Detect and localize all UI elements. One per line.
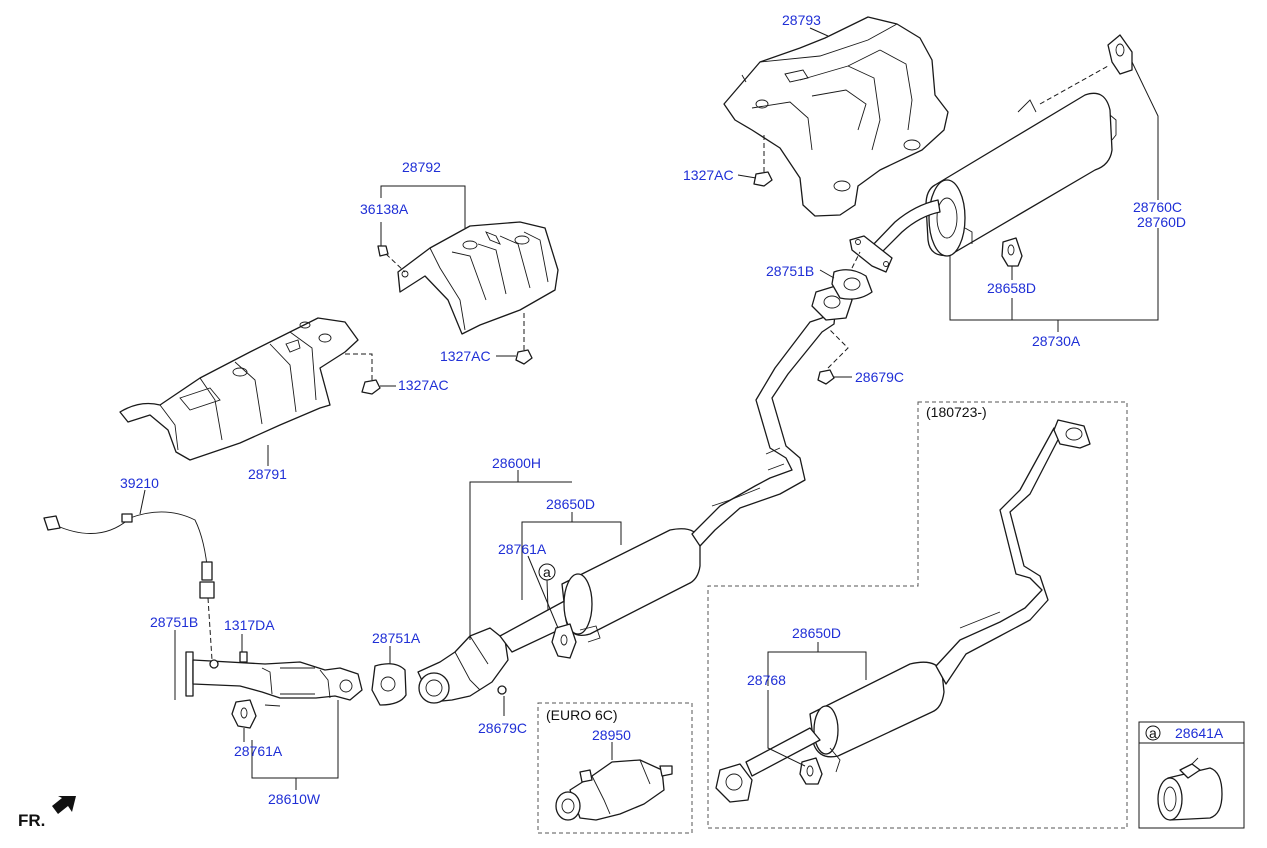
label-28768: 28768	[747, 672, 786, 688]
label-28760c: 28760C	[1133, 199, 1182, 215]
label-28730a: 28730A	[1032, 333, 1081, 349]
label-28751b-low: 28751B	[150, 614, 198, 630]
label-28641a: 28641A	[1175, 725, 1224, 741]
label-36138a: 36138A	[360, 201, 409, 217]
gasket-28751b-top	[831, 269, 873, 300]
oxygen-sensor-39210	[43, 511, 215, 599]
label-28760d: 28760D	[1137, 214, 1186, 230]
gasket-28751a	[371, 663, 407, 706]
label-1327ac-mid: 1327AC	[440, 348, 491, 364]
leader-lines	[139, 27, 1159, 790]
label-28600h: 28600H	[492, 455, 541, 471]
label-39210: 39210	[120, 475, 159, 491]
heat-shield-28793	[723, 16, 949, 217]
label-1327ac-left: 1327AC	[398, 377, 449, 393]
label-28679c-top: 28679C	[855, 369, 904, 385]
label-28751b-top: 28751B	[766, 263, 814, 279]
label-28610w: 28610W	[268, 791, 321, 807]
label-28761a-low: 28761A	[234, 743, 283, 759]
callout-a-text: a	[543, 564, 551, 580]
label-28792: 28792	[402, 159, 441, 175]
bolt-36138a	[377, 245, 389, 257]
front-label: FR.	[18, 811, 45, 830]
nut-1327ac-top	[753, 171, 773, 187]
label-28791: 28791	[248, 466, 287, 482]
euro6c-box	[537, 702, 693, 834]
label-28751a: 28751A	[372, 630, 421, 646]
note-euro6c: (EURO 6C)	[546, 707, 618, 723]
front-direction-arrow-icon	[52, 796, 76, 814]
label-28650d-alt: 28650D	[792, 625, 841, 641]
label-28950: 28950	[592, 727, 631, 743]
center-muffler	[551, 283, 853, 659]
label-1317da: 1317DA	[224, 617, 275, 633]
part-labels: 28793 1327AC 28760C 28760D 28792 36138A …	[18, 12, 1224, 830]
label-1327ac-top: 1327AC	[683, 167, 734, 183]
nut-1327ac-left	[361, 379, 381, 395]
nut-1327ac-mid	[515, 349, 533, 365]
label-28658d: 28658D	[987, 280, 1036, 296]
rear-muffler	[849, 92, 1117, 273]
label-28679c-low: 28679C	[478, 720, 527, 736]
alternate-center-pipe	[715, 419, 1091, 803]
heat-shield-28791	[119, 317, 359, 461]
callout-a-legend-text: a	[1149, 725, 1157, 741]
note-variant-date: (180723-)	[926, 404, 987, 420]
heat-shield-28792	[397, 221, 559, 335]
hanger-28658d	[1001, 237, 1023, 267]
variant-180723-box	[707, 401, 1128, 829]
nut-28679c	[817, 369, 835, 385]
callout-a-circle-legend	[1145, 725, 1161, 741]
front-pipe-28610w	[185, 651, 363, 729]
catalytic-converter-28950	[555, 759, 673, 821]
label-28793: 28793	[782, 12, 821, 28]
label-28650d-main: 28650D	[546, 496, 595, 512]
hanger-28760c	[1107, 34, 1133, 75]
clamp-28641a	[1157, 757, 1223, 821]
label-28761a-main: 28761A	[498, 541, 547, 557]
